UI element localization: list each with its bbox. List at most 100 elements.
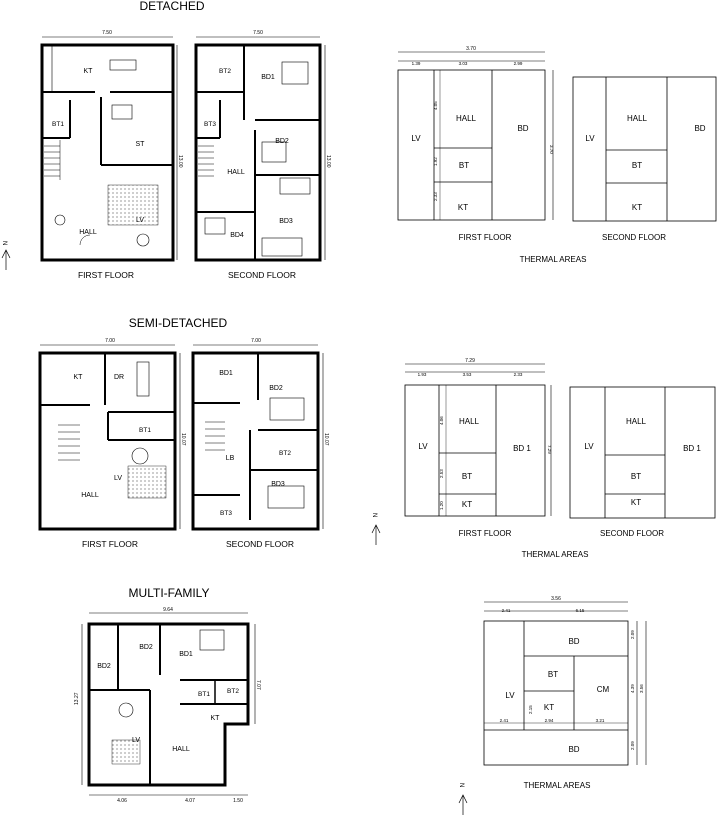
north-arrow-icon: N xyxy=(371,513,381,545)
zone-hall: HALL xyxy=(456,114,477,123)
dim-seg-1: 2.41 xyxy=(502,608,511,613)
title-multi-family: MULTI-FAMILY xyxy=(129,586,210,600)
detached-second-floor-plan: 7.50 13.00 BT2 BD1 BT3 BD2 HALL BD3 BD4 xyxy=(194,30,331,262)
zone-lv: LV xyxy=(505,691,515,700)
caption-semi-second-floor: SECOND FLOOR xyxy=(226,539,294,549)
room-bd2: BD2 xyxy=(269,385,283,392)
dim-width: 7.00 xyxy=(251,338,261,344)
caption-thermal-first: FIRST FLOOR xyxy=(459,529,512,538)
zone-hall: HALL xyxy=(459,417,480,426)
room-bt2: BT2 xyxy=(219,68,231,75)
zone-bt: BT xyxy=(632,161,642,170)
zone-kt: KT xyxy=(632,203,642,212)
room-bd3: BD3 xyxy=(279,218,293,225)
north-label: N xyxy=(371,513,377,517)
dim-width: 7.50 xyxy=(102,30,112,36)
caption-thermal-areas: THERMAL AREAS xyxy=(522,550,589,559)
zone-lv: LV xyxy=(411,134,421,143)
dim-vert-3: 2.33 xyxy=(433,192,438,201)
room-bt2: BT2 xyxy=(227,688,239,695)
caption-detached-first-floor: FIRST FLOOR xyxy=(78,270,134,280)
dim-total: 3.56 xyxy=(551,596,561,602)
zone-bd1: BD 1 xyxy=(513,444,531,453)
north-arrow-icon: N xyxy=(1,241,11,270)
dim-height: 13.00 xyxy=(177,155,183,168)
zone-lv: LV xyxy=(418,442,428,451)
zone-hall: HALL xyxy=(626,417,647,426)
multi-family-thermal: 3.56 2.41 6.15 2.41 2.94 3.21 2.09 4.39 … xyxy=(483,596,647,766)
dim-total: 7.29 xyxy=(465,358,475,364)
dim-right-1: 2.09 xyxy=(630,630,635,639)
title-detached: DETACHED xyxy=(139,0,204,13)
zone-bd-bottom: BD xyxy=(568,745,579,754)
zone-lv: LV xyxy=(584,442,594,451)
dim-right-3: 2.09 xyxy=(630,741,635,750)
room-lv: LV xyxy=(114,475,122,482)
zone-lv: LV xyxy=(585,134,595,143)
dim-inner: 2.15 xyxy=(528,705,533,714)
dim-low-3: 3.21 xyxy=(596,718,605,723)
dim-width: 7.50 xyxy=(253,30,263,36)
room-bd2-left: BD2 xyxy=(97,663,111,670)
zone-bd: BD xyxy=(517,124,528,133)
caption-thermal-second: SECOND FLOOR xyxy=(600,529,664,538)
room-hall: HALL xyxy=(79,229,97,236)
dim-seg-2: 3.53 xyxy=(463,372,472,377)
room-hall: HALL xyxy=(81,492,99,499)
caption-thermal-first: FIRST FLOOR xyxy=(459,233,512,242)
dim-low-1: 2.41 xyxy=(500,718,509,723)
zone-cm: CM xyxy=(597,685,610,694)
dim-vert-2: 2.53 xyxy=(439,469,444,478)
room-bd1: BD1 xyxy=(179,651,193,658)
zone-bt: BT xyxy=(631,472,641,481)
room-dr: DR xyxy=(114,374,124,381)
dim-vert-2: 1.92 xyxy=(433,157,438,166)
room-bd1: BD1 xyxy=(261,74,275,81)
title-semi-detached: SEMI-DETACHED xyxy=(129,316,228,330)
caption-thermal-areas: THERMAL AREAS xyxy=(524,781,591,790)
room-bd2: BD2 xyxy=(139,644,153,651)
room-bd3: BD3 xyxy=(271,481,285,488)
semi-thermal-second: LV HALL BD 1 BT KT xyxy=(569,386,716,519)
zone-bt: BT xyxy=(462,472,472,481)
dim-width: 7.00 xyxy=(105,338,115,344)
room-bt2: BT2 xyxy=(279,450,291,457)
room-kt: KT xyxy=(74,374,84,381)
dim-seg-1: 1.93 xyxy=(418,372,427,377)
room-bt1: BT1 xyxy=(139,427,151,434)
dim-vert-1: 4.05 xyxy=(433,101,438,110)
zone-kt: KT xyxy=(544,703,554,712)
room-hall: HALL xyxy=(172,746,190,753)
semi-second-floor-plan: 7.00 10.07 BD1 BD2 LB BT2 BD3 BT3 xyxy=(191,338,329,531)
dim-vert-3: 1.20 xyxy=(439,501,444,510)
zone-bd1: BD 1 xyxy=(683,444,701,453)
multi-family-plan: 9.64 13.27 7.07 4.06 4.07 1.50 BD2 BD2 B… xyxy=(74,607,261,804)
detached-thermal-first: 3.70 1.39 3.03 2.99 3.70 4.05 1.92 2.33 … xyxy=(397,46,554,221)
caption-thermal-second: SECOND FLOOR xyxy=(602,233,666,242)
detached-first-floor-plan: 7.50 13.00 KT BT1 ST LV HALL xyxy=(40,30,183,262)
caption-thermal-areas: THERMAL AREAS xyxy=(520,255,587,264)
dim-seg-2: 6.15 xyxy=(576,608,585,613)
dim-bottom-3: 1.50 xyxy=(233,798,243,804)
zone-hall: HALL xyxy=(627,114,648,123)
zone-kt: KT xyxy=(458,203,468,212)
room-bt1: BT1 xyxy=(198,691,210,698)
room-bt1: BT1 xyxy=(52,121,64,128)
room-lb: LB xyxy=(226,455,235,462)
dim-bottom-2: 4.07 xyxy=(185,798,195,804)
dim-bottom-1: 4.06 xyxy=(117,798,127,804)
zone-bt: BT xyxy=(548,670,558,679)
room-bd1: BD1 xyxy=(219,370,233,377)
dim-width: 9.64 xyxy=(163,607,173,613)
dim-seg-2: 3.03 xyxy=(459,61,468,66)
dim-side: 3.70 xyxy=(549,145,554,154)
zone-bd-top: BD xyxy=(568,637,579,646)
zone-kt: KT xyxy=(631,498,641,507)
dim-right: 7.07 xyxy=(255,680,261,690)
zone-kt: KT xyxy=(462,500,472,509)
caption-detached-second-floor: SECOND FLOOR xyxy=(228,270,296,280)
semi-thermal-first: 7.29 1.93 3.53 2.33 7.29 4.06 2.53 1.20 … xyxy=(404,358,552,517)
room-bd4: BD4 xyxy=(230,232,244,239)
room-kt: KT xyxy=(84,68,94,75)
dim-seg-3: 2.99 xyxy=(514,61,523,66)
